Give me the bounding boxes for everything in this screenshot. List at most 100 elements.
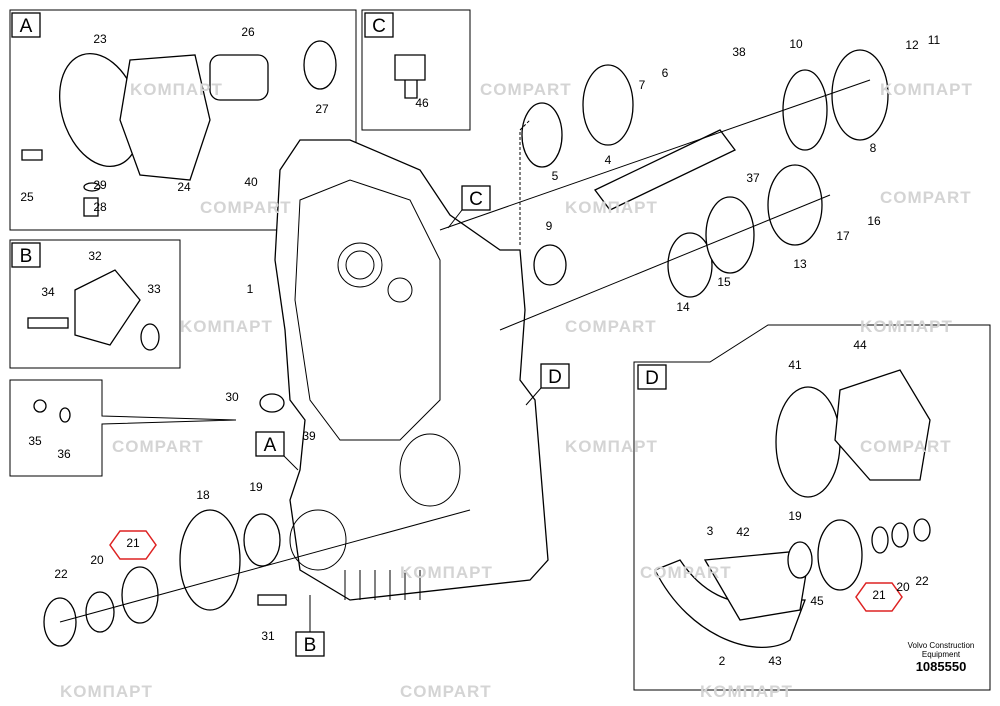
screw-25 <box>21 149 43 161</box>
callout-number: 17 <box>836 229 850 243</box>
seal-29 <box>83 182 101 192</box>
callout-number: 8 <box>870 141 877 155</box>
watermark-text: KOMПAPT <box>700 682 793 701</box>
callout-number: 26 <box>241 25 255 39</box>
o-ring-14 <box>667 232 713 298</box>
watermark-text: COMPART <box>200 198 292 217</box>
callout-number: 19 <box>249 480 263 494</box>
watermark-text: COMPART <box>860 437 952 456</box>
watermark-text: KOMПAPT <box>860 317 953 336</box>
section-ref-d: D <box>525 363 570 406</box>
flange-45 <box>817 519 863 591</box>
watermark-text: KOMПAPT <box>400 563 493 582</box>
cover-13 <box>767 164 823 246</box>
callout-number: 30 <box>225 390 239 404</box>
screw-34 <box>27 317 69 329</box>
watermark-text: COMPART <box>400 682 492 701</box>
callout-number: 28 <box>93 200 107 214</box>
nut-20 <box>85 591 115 633</box>
section-tag-b-box: B <box>11 242 41 268</box>
callout-number: 9 <box>546 219 553 233</box>
callout-number: 19 <box>788 509 802 523</box>
guard-42 <box>703 549 811 621</box>
o-ring-5 <box>521 102 563 168</box>
callout-number: 15 <box>717 275 731 289</box>
watermark-layer: KOMПAPT COMPART KOMПAPT COMPART KOMПAPT COMPA… <box>60 80 973 701</box>
watermark-text: KOMПAPT <box>60 682 153 701</box>
watermark-text: COMPART <box>480 80 572 99</box>
highlight-hexagon-21 <box>109 530 157 560</box>
callout-number: 41 <box>788 358 802 372</box>
cover-32 <box>74 269 141 346</box>
cover-8 <box>831 49 889 141</box>
shaft-37 <box>594 129 736 211</box>
callout-number: 21 <box>126 536 140 550</box>
callout-number: 40 <box>244 175 258 189</box>
svg-text:C: C <box>372 16 386 37</box>
callout-number: 20 <box>896 580 910 594</box>
callout-number: 22 <box>915 574 929 588</box>
o-ring-33 <box>140 323 160 351</box>
callout-number: 44 <box>853 338 867 352</box>
gasket-15 <box>705 196 755 274</box>
svg-text:D: D <box>645 368 659 389</box>
nut-20-d <box>891 522 909 548</box>
section-tag-d-box: D <box>637 364 667 390</box>
watermark-text: KOMПAPT <box>565 198 658 217</box>
callout-number: 43 <box>768 654 782 668</box>
watermark-text: KOMПAPT <box>880 80 973 99</box>
detail-box-a <box>9 9 357 231</box>
watermark-text: COMPART <box>640 563 732 582</box>
lock-plate-21 <box>121 566 159 624</box>
callout-number: 27 <box>315 102 329 116</box>
callout-number: 32 <box>88 249 102 263</box>
section-ref-a: A <box>255 431 299 471</box>
detail-box-plug <box>9 379 237 477</box>
callout-number: 16 <box>867 214 881 228</box>
filter-26 <box>209 54 269 101</box>
callout-number: 39 <box>302 429 316 443</box>
callout-number: 14 <box>676 300 690 314</box>
callout-number: 36 <box>57 447 71 461</box>
detail-box-b <box>9 239 181 369</box>
callout-number: 34 <box>41 285 55 299</box>
svg-text:B: B <box>20 246 33 267</box>
callout-number: 42 <box>736 525 750 539</box>
gasket-10 <box>782 69 828 151</box>
callout-number: 29 <box>93 178 107 192</box>
callout-number: 46 <box>415 96 429 110</box>
callout-number: 24 <box>177 180 191 194</box>
svg-text:B: B <box>304 635 317 656</box>
callout-number: 45 <box>810 594 824 608</box>
section-ref-b: B <box>295 595 325 657</box>
callout-number: 5 <box>552 169 559 183</box>
highlight-hexagon-21-d <box>855 582 903 612</box>
callout-number: 21 <box>872 588 886 602</box>
callout-number: 37 <box>746 171 760 185</box>
callout-number: 38 <box>732 45 746 59</box>
gasket-41 <box>775 386 841 498</box>
watermark-text: KOMПAPT <box>565 437 658 456</box>
detail-box-c <box>361 9 471 131</box>
callout-number: 10 <box>789 37 803 51</box>
callout-number: 33 <box>147 282 161 296</box>
callout-number: 4 <box>605 153 612 167</box>
callout-number: 1 <box>247 282 254 296</box>
section-ref-c: C <box>447 185 491 229</box>
company-line-1: Volvo Construction <box>907 641 975 650</box>
sensor-46 <box>394 54 426 99</box>
flange-18 <box>179 509 241 611</box>
callout-number: 22 <box>54 567 68 581</box>
callout-number: 11 <box>928 33 941 47</box>
watermark-text: COMPART <box>880 188 972 207</box>
drawing-number: 1085550 <box>915 659 967 674</box>
callout-number: 18 <box>196 488 210 502</box>
watermark-text: COMPART <box>112 437 204 456</box>
sensor-31 <box>257 594 287 606</box>
cover-4 <box>582 64 634 146</box>
plug-28 <box>83 197 99 217</box>
callout-number: 13 <box>793 257 807 271</box>
callout-number: 20 <box>90 553 104 567</box>
footer-label: Volvo Construction Equipment 1085550 <box>886 641 996 674</box>
